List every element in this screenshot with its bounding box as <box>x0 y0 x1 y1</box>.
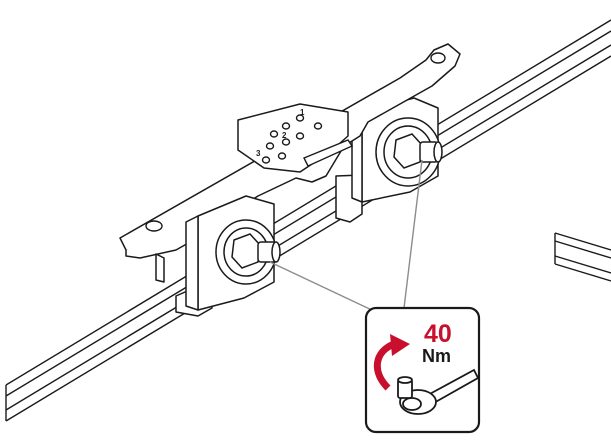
torque-unit: Nm <box>422 346 451 366</box>
hole-label-1: 1 <box>300 108 305 117</box>
leader-lines <box>269 159 423 313</box>
clockwise-arrow-icon <box>373 334 410 391</box>
hole-label-2: 2 <box>282 131 287 140</box>
right-fastener <box>375 117 443 187</box>
plate-holes <box>145 52 446 232</box>
wrench-icon <box>397 368 480 415</box>
second-rail <box>554 232 611 282</box>
left-fastener <box>215 219 281 285</box>
torque-callout: 40 Nm <box>364 306 481 434</box>
torque-value: 40 <box>424 320 452 348</box>
hole-labels: 1 2 3 <box>256 108 305 158</box>
rail <box>5 19 611 422</box>
hole-label-3: 3 <box>256 149 261 158</box>
